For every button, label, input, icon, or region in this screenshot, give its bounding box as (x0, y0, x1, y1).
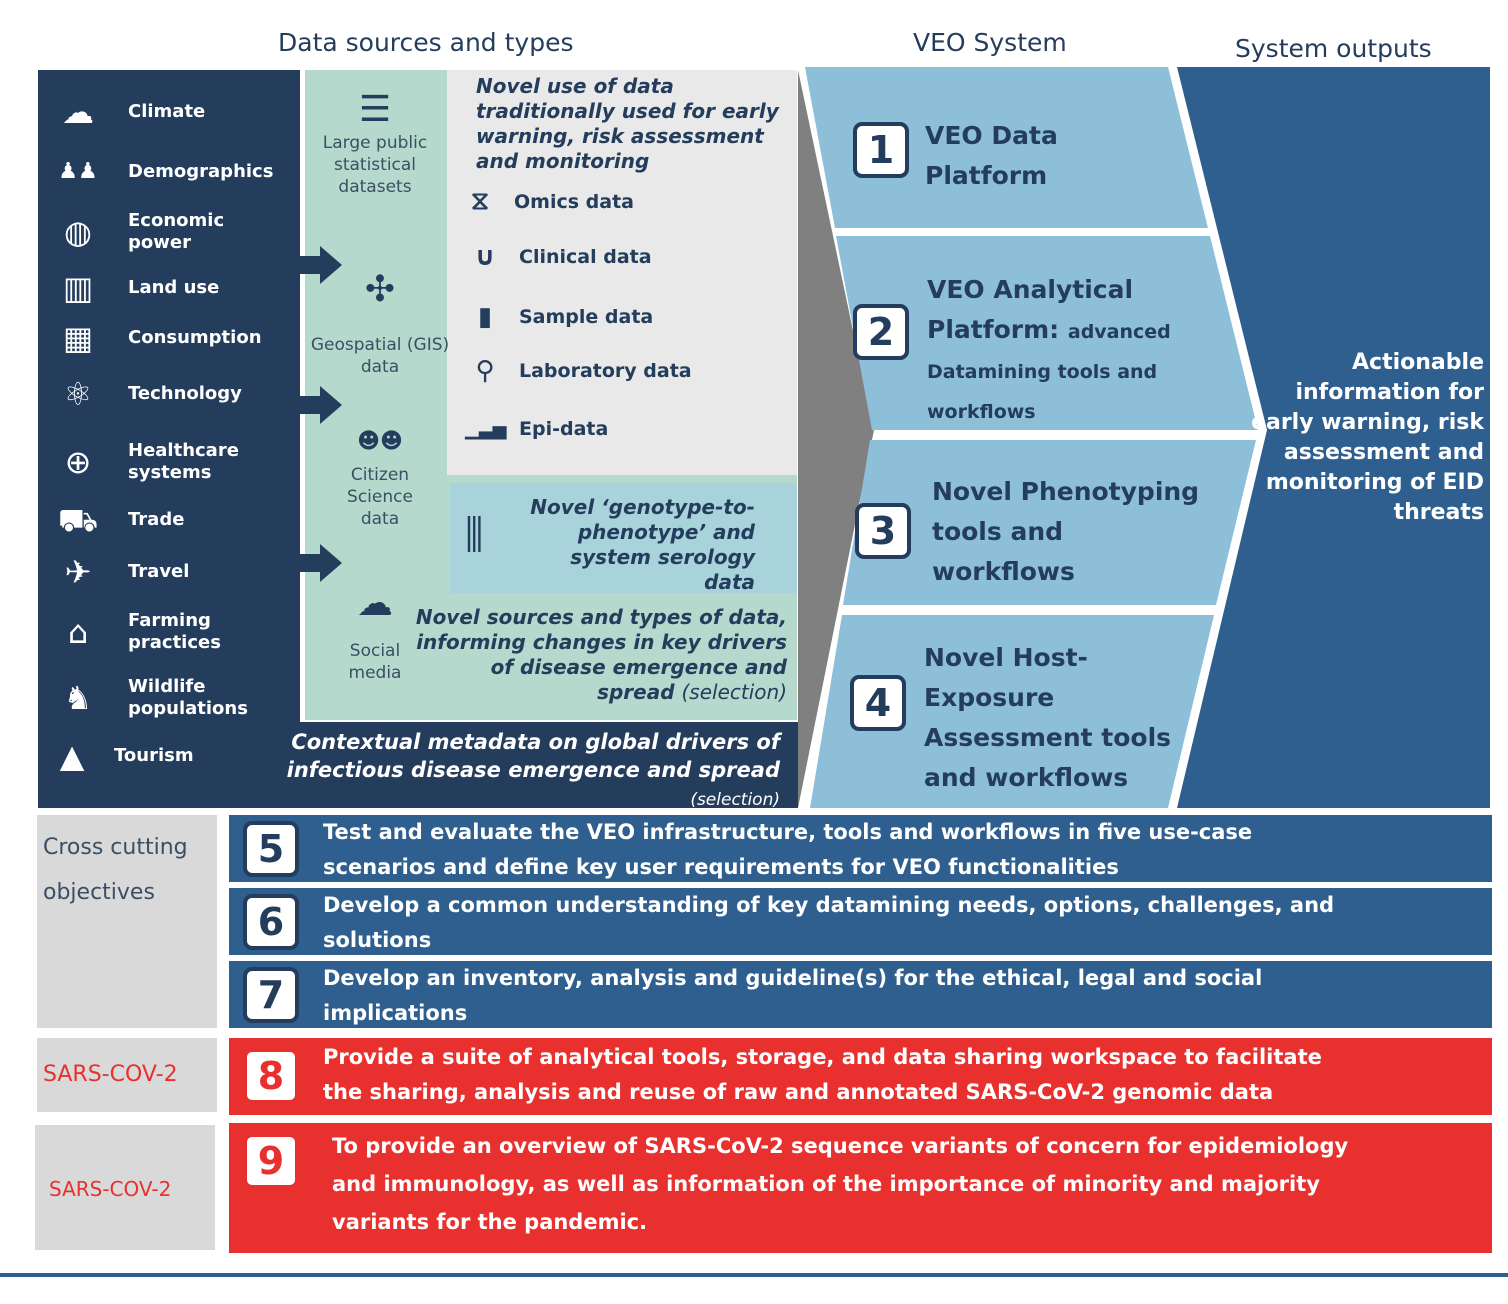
driver-farming: ⌂Farming practices (50, 610, 238, 654)
traditional-heading: Novel use of data traditionally used for… (476, 74, 779, 173)
barn-icon: ⌂ (67, 613, 89, 651)
data-omics: ⧖Omics data (460, 186, 634, 217)
header-veo-system: VEO System (913, 28, 1067, 57)
driver-healthcare: ⊕Healthcare systems (50, 440, 248, 484)
map-icon: ▥ (62, 269, 94, 307)
number-badge: 9 (243, 1133, 299, 1189)
veo-band-1 (805, 67, 1208, 228)
satellite-icon: ✣ (364, 269, 396, 310)
number-badge: 5 (243, 821, 299, 877)
novel-sources-text: Novel sources and types of data, informi… (415, 605, 787, 704)
cross-cutting-label: Cross cutting objectives (37, 815, 217, 1028)
output-text: Actionable information for early warning… (1251, 350, 1484, 525)
flow-wedge (798, 70, 874, 808)
driver-wildlife: ♞Wildlife populations (50, 676, 258, 720)
veo-band-3 (843, 440, 1256, 605)
data-sample: ▮Sample data (465, 302, 653, 332)
veo-band-4 (810, 615, 1214, 808)
test-tubes-icon: ⫼ (465, 512, 484, 558)
number-badge: 7 (243, 967, 299, 1023)
veo-item-2: VEO Analytical Platform: advanced Datami… (927, 275, 1171, 423)
source-statistical-datasets: ☰Large public statistical datasets (305, 88, 445, 198)
data-laboratory: ⚲Laboratory data (465, 356, 691, 386)
airplane-icon: ✈ (64, 553, 92, 591)
goose-icon: ♞ (63, 679, 93, 717)
contextual-metadata-panel (38, 722, 798, 808)
tent-icon: ▲ (59, 737, 85, 775)
number-badge: 1 (853, 122, 909, 178)
driver-land-use: ▥Land use (50, 272, 219, 304)
sars-label: SARS-COV-2 (37, 1038, 217, 1112)
demographics-icon: ♟♟ (58, 159, 98, 184)
driver-tourism: ▲Tourism (44, 740, 194, 772)
microscope-icon: ⚲ (475, 356, 495, 386)
source-social-media: ☁Social media (305, 582, 445, 684)
veo-item-1: VEO Data Platform (925, 121, 1058, 190)
header-data-sources: Data sources and types (278, 28, 574, 57)
number-badge: 2 (853, 304, 909, 360)
dna-icon: ⧖ (470, 186, 490, 216)
data-clinical: ∪Clinical data (465, 242, 651, 272)
data-epi: ▁▃▅Epi-data (465, 418, 609, 440)
header-system-outputs: System outputs (1235, 34, 1432, 63)
globe-icon: ◍ (64, 213, 92, 251)
number-badge: 4 (850, 675, 906, 731)
database-icon: ☰ (358, 89, 392, 130)
footer-rule (0, 1273, 1508, 1277)
number-badge: 3 (855, 503, 911, 559)
sars-label: SARS-COV-2 (35, 1125, 215, 1250)
source-geospatial: ✣Geospatial (GIS) data (310, 269, 450, 377)
bar-chart-icon: ▁▃▅ (465, 418, 507, 440)
medical-cross-icon: ⊕ (64, 443, 92, 481)
genotype-text: Novel ‘genotype-to-phenotype’ and system… (530, 495, 755, 594)
hand-truck-icon: ⛟ (57, 501, 99, 539)
veo-item-4: Novel Host-Exposure Assessment tools and… (924, 643, 1172, 792)
blood-bag-icon: ▮ (477, 302, 493, 332)
atom-icon: ⚛ (63, 375, 93, 413)
traditional-data-panel (447, 70, 797, 475)
genotype-panel (450, 483, 797, 593)
people-group-icon: ☻☻ (357, 429, 403, 454)
stethoscope-icon: ∪ (474, 242, 496, 272)
driver-economic-power: ◍Economic power (50, 210, 250, 254)
output-panel (1177, 67, 1490, 808)
contextual-text: Contextual metadata on global drivers of… (286, 730, 780, 810)
veo-system-diagram (798, 67, 1490, 808)
veo-item-3: Novel Phenotyping tools and workflows (932, 477, 1200, 586)
driver-travel: ✈Travel (50, 553, 190, 591)
driver-consumption: ▦Consumption (50, 322, 262, 354)
number-badge: 6 (243, 894, 299, 950)
source-citizen-science: ☻☻Citizen Science data (310, 420, 450, 530)
cloud-computer-icon: ☁ (357, 583, 393, 624)
drivers-panel (38, 70, 300, 808)
veo-band-2 (836, 236, 1258, 430)
number-badge: 8 (243, 1048, 299, 1104)
driver-climate: ☁Climate (50, 96, 205, 128)
driver-trade: ⛟Trade (50, 501, 185, 539)
driver-technology: ⚛Technology (50, 378, 242, 410)
shopping-cart-icon: ▦ (62, 319, 94, 357)
climate-icon: ☁ (62, 93, 94, 131)
driver-demographics: ♟♟Demographics (50, 156, 273, 188)
